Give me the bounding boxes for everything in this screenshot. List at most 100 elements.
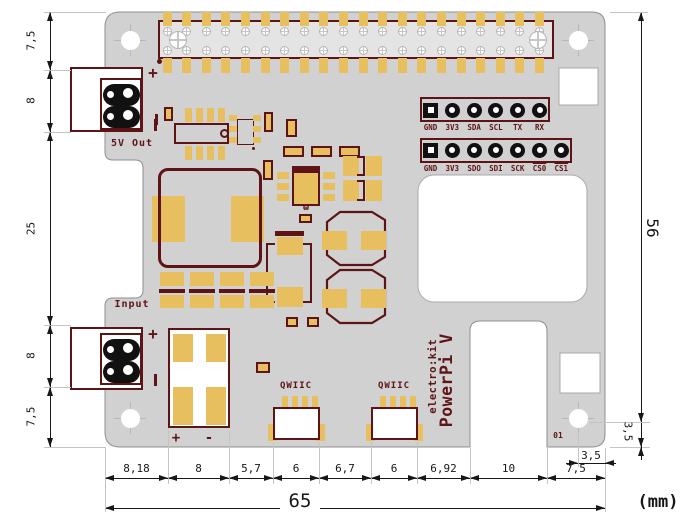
screw1-hole-b (107, 91, 114, 98)
header-pin-label: SDO (467, 164, 481, 173)
pin1-hole (427, 107, 434, 113)
qfn1-pad (229, 137, 237, 143)
qfn2-pad (277, 172, 289, 179)
pin-hole (449, 107, 456, 113)
qwiic-top-pad (390, 396, 396, 409)
input-cap-minus: - (204, 430, 214, 446)
gpio-keyhole-left (169, 31, 187, 49)
header-pin-label: RX (534, 123, 545, 132)
header-pin-round (466, 102, 482, 118)
pin1-hole (427, 147, 434, 153)
gpio-pin-hole (476, 45, 486, 55)
qwiic-top-pad (302, 396, 308, 409)
pin-hole (536, 147, 543, 153)
gpio-pad-top (436, 12, 446, 26)
qwiic-side-pad (268, 424, 277, 441)
input-cap-pad-br (206, 387, 226, 425)
dimension-arrow (264, 474, 273, 481)
mounting-hole (568, 408, 588, 428)
qfn2-body (292, 171, 320, 206)
label-5v-out: 5V Out (110, 138, 154, 149)
qwiic-top-pad (400, 396, 406, 409)
header-pin-round (510, 102, 526, 118)
extension-line (470, 448, 471, 484)
gpio-pin-hole (378, 45, 388, 55)
revision-text: 01 (553, 431, 563, 440)
cap-pair-1b (366, 156, 382, 176)
passive-r1 (283, 146, 304, 157)
qwiic-body (273, 407, 320, 440)
dim-label-bottom: 6 (292, 462, 300, 475)
cap-row-pad (220, 295, 244, 308)
soic-pin (185, 146, 192, 160)
mounting-hole (568, 30, 588, 50)
gpio-pad-bottom (280, 58, 290, 73)
display-cutout (417, 174, 588, 303)
header1-outline (420, 97, 550, 122)
gpio-pin-hole (201, 45, 211, 55)
diode-pad-top (277, 237, 303, 255)
in-screw2-hole-b (107, 368, 114, 375)
extension-line (105, 484, 106, 512)
dimension-line (50, 12, 51, 447)
gpio-pin-hole (456, 26, 466, 36)
cap-pair-1a (343, 156, 359, 176)
dimension-arrow (273, 474, 282, 481)
header-pin-label: 3V3 (445, 164, 460, 173)
dimension-arrow (220, 474, 229, 481)
qwiic-side-pad (316, 424, 325, 441)
pin-hole (536, 107, 543, 113)
gpio-pin-hole (240, 45, 250, 55)
gpio-pin-hole (182, 26, 192, 36)
gpio-pad-top (456, 12, 466, 26)
header-pin-label: CS1 (554, 164, 569, 173)
dimension-arrow (47, 132, 53, 141)
dim-label-left: 7,5 (24, 406, 38, 427)
passive-pad-g (307, 317, 319, 327)
qfn2-pad (323, 194, 335, 201)
extension-line (578, 432, 579, 467)
input-cap-pad-tl (173, 334, 193, 362)
gpio-pad-bottom (417, 58, 427, 73)
dimension-arrow (547, 474, 556, 481)
bracket-right (303, 243, 312, 303)
gpio-pin-hole (260, 45, 270, 55)
dimension-arrow (371, 474, 380, 481)
gpio-pad-top (221, 12, 231, 26)
inductor-pad-right (231, 196, 264, 242)
gpio-pin-hole (280, 45, 290, 55)
gpio-pad-top (397, 12, 407, 26)
gpio-pin-hole (319, 45, 329, 55)
pin1-dot (157, 59, 162, 64)
header-pin-label: CS0 (532, 164, 547, 173)
dimension-arrow (637, 413, 644, 422)
dim-label-bottom: 6,7 (335, 462, 355, 475)
dimension-arrow (47, 438, 53, 447)
gpio-pin-hole (319, 26, 329, 36)
header-pin-round (532, 142, 547, 158)
cap-row-mark (249, 289, 275, 293)
dim-total-height: 56 (643, 218, 662, 238)
gpio-pin-hole (436, 45, 446, 55)
pin-hole (558, 147, 565, 153)
extension-line (605, 484, 606, 512)
extension-line (610, 447, 650, 448)
qwiic-top-pad (312, 396, 318, 409)
gpio-pad-bottom (221, 58, 231, 73)
gpio-pin-hole (338, 45, 348, 55)
dim-label-left: 25 (24, 221, 38, 235)
header-pin-label: TX (513, 123, 523, 132)
qfn2-pin1-bar (292, 166, 320, 171)
pin-hole (514, 147, 521, 153)
gpio-pin-hole (417, 45, 427, 55)
dimension-arrow (105, 474, 114, 481)
cap-row-pad (190, 295, 214, 308)
gpio-pad-bottom (338, 58, 348, 73)
terminal-in-plus: + (148, 324, 158, 343)
dimension-arrow (310, 474, 319, 481)
dimension-arrow (47, 378, 53, 387)
header-pin-label: SCK (510, 164, 525, 173)
screw2-hole-b (107, 113, 114, 120)
qwiic-top-pad (410, 396, 416, 409)
qfn1-pad (253, 126, 261, 132)
